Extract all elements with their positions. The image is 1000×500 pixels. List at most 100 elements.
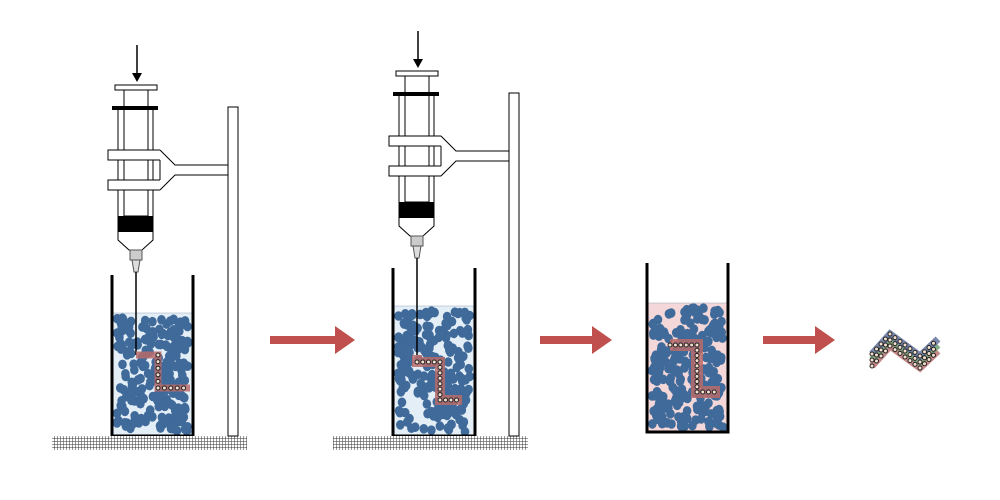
needle-hub xyxy=(410,235,424,247)
strand-particle xyxy=(155,359,161,365)
structure-particle xyxy=(931,340,936,346)
bead xyxy=(689,324,699,335)
structure-particle xyxy=(887,343,893,349)
strand-particle xyxy=(155,365,161,371)
bead xyxy=(118,343,127,353)
bead xyxy=(442,330,452,341)
bead xyxy=(655,390,664,400)
bead xyxy=(465,371,475,382)
syringe-tip xyxy=(117,232,154,251)
strand-particle xyxy=(711,389,717,395)
bead xyxy=(679,389,689,400)
bead xyxy=(137,359,146,370)
bead xyxy=(117,396,126,406)
bead xyxy=(459,417,469,427)
bead xyxy=(422,399,432,409)
bead xyxy=(702,336,712,347)
stage-1-apparatus xyxy=(52,45,247,450)
bead xyxy=(183,361,192,372)
bead xyxy=(649,374,659,385)
bead xyxy=(704,398,713,408)
plunger-flange xyxy=(114,84,158,91)
bead xyxy=(443,423,453,433)
bead xyxy=(455,307,464,318)
strand-particle xyxy=(161,385,167,391)
bead xyxy=(180,344,190,355)
bead xyxy=(155,324,164,335)
bead xyxy=(682,309,692,320)
bead xyxy=(443,357,453,367)
bead xyxy=(712,357,721,368)
bead xyxy=(654,399,664,409)
bead xyxy=(667,419,676,429)
bead xyxy=(130,413,140,424)
bead xyxy=(166,399,175,409)
push-arrow-head xyxy=(413,59,423,68)
plunger-flange xyxy=(395,70,439,77)
strand-particle xyxy=(437,359,443,365)
bead xyxy=(402,333,411,343)
bead xyxy=(154,339,164,350)
strand-particle xyxy=(678,342,684,348)
bead xyxy=(666,373,676,383)
bead xyxy=(148,316,157,327)
bead xyxy=(706,353,715,364)
bead xyxy=(464,363,474,374)
bead xyxy=(649,362,659,373)
bead xyxy=(161,340,171,350)
bead xyxy=(462,386,472,397)
strand-particle xyxy=(420,359,426,365)
bead xyxy=(711,410,720,420)
final-printed-structure xyxy=(869,329,941,373)
barrel-flange xyxy=(112,106,158,110)
strand-particle xyxy=(448,397,454,403)
structure-particle xyxy=(869,351,875,357)
process-arrow xyxy=(763,326,835,354)
bead xyxy=(140,315,150,326)
push-arrow-head xyxy=(132,73,142,82)
bead xyxy=(406,339,416,350)
bead xyxy=(183,336,192,347)
bead xyxy=(174,390,184,401)
bead xyxy=(464,343,473,354)
process-arrows xyxy=(270,326,835,354)
bead-bath xyxy=(112,313,192,437)
bead xyxy=(146,377,155,387)
strand-particle xyxy=(414,359,420,365)
bead xyxy=(154,401,164,412)
bead xyxy=(179,412,189,423)
structure-particle xyxy=(907,346,913,352)
bead xyxy=(146,339,156,349)
bead xyxy=(670,353,680,363)
bead xyxy=(449,374,458,384)
bead xyxy=(425,339,435,350)
beaker-outline xyxy=(645,263,730,434)
strand-particle xyxy=(683,342,689,348)
structure-particle xyxy=(922,355,927,361)
bead xyxy=(648,319,658,330)
strand-particle xyxy=(694,368,700,374)
stand-pole xyxy=(508,92,520,437)
strand-particle xyxy=(694,384,700,390)
bead xyxy=(419,371,429,381)
bead xyxy=(676,374,685,385)
strand-particle xyxy=(437,370,443,376)
bead xyxy=(130,365,139,375)
strand-particle xyxy=(694,373,700,379)
structure-particle xyxy=(902,348,908,354)
structure-particle xyxy=(926,345,932,350)
bead xyxy=(713,373,723,384)
barrel-flange xyxy=(393,92,439,96)
bead xyxy=(449,328,459,339)
bead xyxy=(399,318,409,328)
strand-particle xyxy=(694,352,700,358)
bead xyxy=(670,385,680,395)
structure-particle xyxy=(922,361,927,367)
structure-particle xyxy=(917,359,923,365)
bead xyxy=(446,347,455,358)
strand-particle xyxy=(694,363,700,369)
syringe-tip xyxy=(398,218,435,237)
structure-particle xyxy=(874,352,879,358)
bead xyxy=(670,395,680,406)
bead xyxy=(147,327,157,337)
